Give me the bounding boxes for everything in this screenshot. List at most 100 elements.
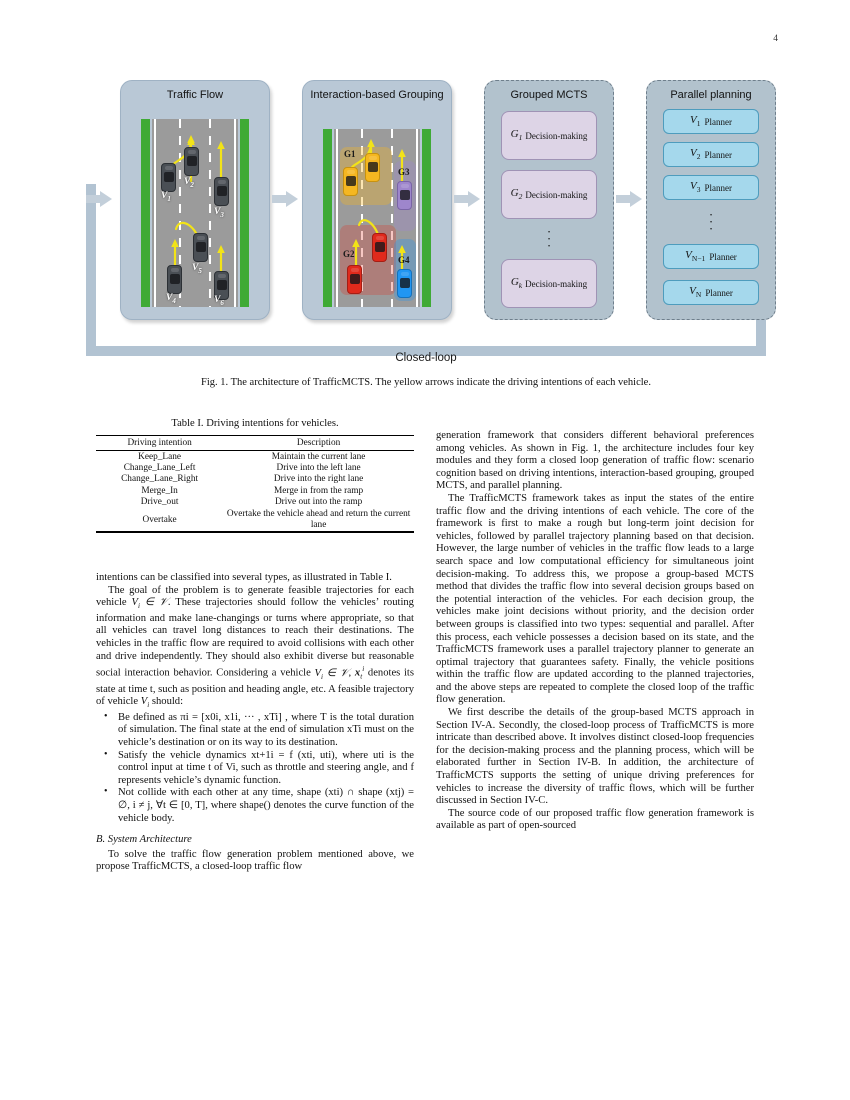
flow-arrow-to-mcts — [454, 191, 480, 207]
paragraph-framework: The TrafficMCTS framework takes as input… — [436, 492, 754, 706]
table-row: Change_Lane_Left Drive into the left lan… — [96, 462, 414, 473]
table-row: Drive_out Drive out into the ramp — [96, 497, 414, 508]
planner-box-vn-1[interactable]: VN−1 Planner — [663, 244, 759, 269]
list-item: Satisfy the vehicle dynamics xt+1i = f (… — [104, 749, 414, 788]
table-1: Table I. Driving intentions for vehicles… — [96, 418, 414, 533]
section-heading-system-architecture: B. System Architecture — [96, 834, 192, 846]
group-label-g4: G4 — [398, 255, 410, 265]
planner-box-vn[interactable]: VN Planner — [663, 280, 759, 305]
table-row: Merge_In Merge in from the ramp — [96, 485, 414, 496]
lane-divider-1 — [361, 129, 363, 307]
flow-arrow-to-grouping — [272, 191, 298, 207]
planner-box-v1[interactable]: V1 Planner — [663, 109, 759, 134]
cell-intention: Change_Lane_Right — [121, 474, 199, 485]
cell-intention: Drive_out — [140, 497, 179, 508]
asphalt: G1 G2 G3 G4 — [334, 129, 420, 307]
vehicle-label-v4: V4 — [166, 293, 176, 305]
vehicle-label-v6: V6 — [214, 295, 224, 307]
goal-text-tail: should: — [149, 696, 184, 708]
table-row: Keep_Lane Maintain the current lane — [96, 451, 414, 463]
cell-intention: Merge_In — [141, 485, 178, 496]
vehicle-v4 — [167, 265, 182, 294]
planner-label-1: Planner — [704, 116, 732, 127]
planner-symbol-vn-1: VN−1 — [685, 249, 706, 264]
planner-label-2: Planner — [704, 149, 732, 160]
panel-traffic-flow: Traffic Flow — [120, 80, 270, 320]
vehicle-g2-b — [372, 233, 387, 262]
grass-right — [422, 129, 431, 307]
asphalt: V1 V2 V3 V4 V5 V6 — [152, 119, 238, 307]
table-row: Change_Lane_Right Drive into the right l… — [96, 474, 414, 485]
mcts-symbol-gk: Gk — [510, 276, 523, 291]
goal-text-mid: . These trajectories should follow the v… — [96, 597, 414, 679]
mcts-label-k: Decision-making — [525, 278, 588, 289]
planner-label-5: Planner — [705, 287, 733, 298]
vehicle-g3 — [397, 181, 412, 210]
group-label-g3: G3 — [398, 167, 410, 177]
driving-intentions-table: Driving intention Description Keep_Lane … — [96, 435, 414, 531]
grass-left — [141, 119, 150, 307]
lane-divider-1 — [179, 119, 181, 307]
grass-left — [323, 129, 332, 307]
paragraph-source-code: The source code of our proposed traffic … — [436, 807, 754, 832]
panel-interaction-grouping: Interaction-based Grouping — [302, 80, 452, 320]
cell-description: Drive into the right lane — [273, 474, 364, 485]
mcts-decision-box-2[interactable]: G2 Decision-making — [501, 170, 597, 219]
table-bottom-rule — [96, 531, 414, 533]
table-header-row: Driving intention Description — [96, 435, 414, 451]
panel-traffic-flow-title: Traffic Flow — [166, 89, 224, 101]
planner-box-v2[interactable]: V2 Planner — [663, 142, 759, 167]
mcts-symbol-g1: G1 — [510, 128, 523, 143]
vehicle-label-v3: V3 — [214, 207, 224, 219]
vehicle-v1 — [161, 163, 176, 192]
page-number: 4 — [773, 34, 778, 44]
cell-description: Drive into the left lane — [276, 463, 361, 474]
paragraph-generation-framework: generation framework that considers diff… — [436, 430, 754, 492]
figure-caption: Fig. 1. The architecture of TrafficMCTS.… — [201, 377, 651, 388]
vehicle-v5 — [193, 233, 208, 262]
cell-description: Merge in from the ramp — [274, 485, 364, 496]
group-label-g1: G1 — [344, 149, 356, 159]
vehicle-g2-a — [347, 265, 362, 294]
panel-grouped-mcts: Grouped MCTS G1 Decision-making G2 Decis… — [484, 80, 614, 320]
vehicle-label-v5: V5 — [192, 263, 202, 275]
flow-arrow-into-traffic-flow — [86, 191, 112, 207]
lane-divider-2 — [209, 119, 211, 307]
vehicle-g1-a — [343, 167, 358, 196]
paragraph-continued: intentions can be classified into severa… — [96, 572, 392, 583]
planner-label-3: Planner — [704, 182, 732, 193]
vehicle-g1-b — [365, 153, 380, 182]
table-header-intention: Driving intention — [96, 435, 224, 451]
planner-box-v3[interactable]: V3 Planner — [663, 175, 759, 200]
mcts-label-2: Decision-making — [525, 189, 588, 200]
right-column: generation framework that considers diff… — [436, 430, 754, 833]
mcts-label-1: Decision-making — [525, 130, 588, 141]
cell-description: Overtake the vehicle ahead and return th… — [226, 508, 411, 530]
planner-symbol-v1: V1 — [690, 114, 701, 129]
mcts-symbol-g2: G2 — [510, 187, 523, 202]
loop-left-segment — [86, 184, 96, 356]
vehicle-v2 — [184, 147, 199, 176]
cell-description: Maintain the current lane — [271, 451, 366, 462]
cell-intention: Keep_Lane — [138, 451, 182, 462]
cell-description: Drive out into the ramp — [274, 497, 363, 508]
paragraph-goal: The goal of the problem is to generate f… — [96, 584, 414, 710]
panel-interaction-grouping-title: Interaction-based Grouping — [310, 89, 444, 101]
paragraph-solve: To solve the traffic flow generation pro… — [96, 848, 414, 873]
edge-line-right — [416, 129, 418, 307]
planner-symbol-vn: VN — [689, 285, 702, 300]
table-row: Overtake Overtake the vehicle ahead and … — [96, 508, 414, 531]
mcts-decision-box-k[interactable]: Gk Decision-making — [501, 259, 597, 308]
edge-line-left — [336, 129, 338, 307]
planner-vertical-ellipsis: ··· — [708, 207, 714, 236]
mcts-vertical-ellipsis: ··· — [546, 224, 552, 253]
planner-label-4: Planner — [709, 251, 737, 262]
planner-symbol-v3: V3 — [690, 180, 701, 195]
edge-line-left — [154, 119, 156, 307]
inline-math-vi: Vi ∈ 𝒱 — [131, 597, 168, 611]
goal-text-end: denotes its state at time t, such as pos… — [96, 667, 414, 708]
mcts-decision-box-1[interactable]: G1 Decision-making — [501, 111, 597, 160]
figure-1: Traffic Flow — [86, 64, 776, 364]
loop-bottom-segment — [86, 346, 766, 356]
